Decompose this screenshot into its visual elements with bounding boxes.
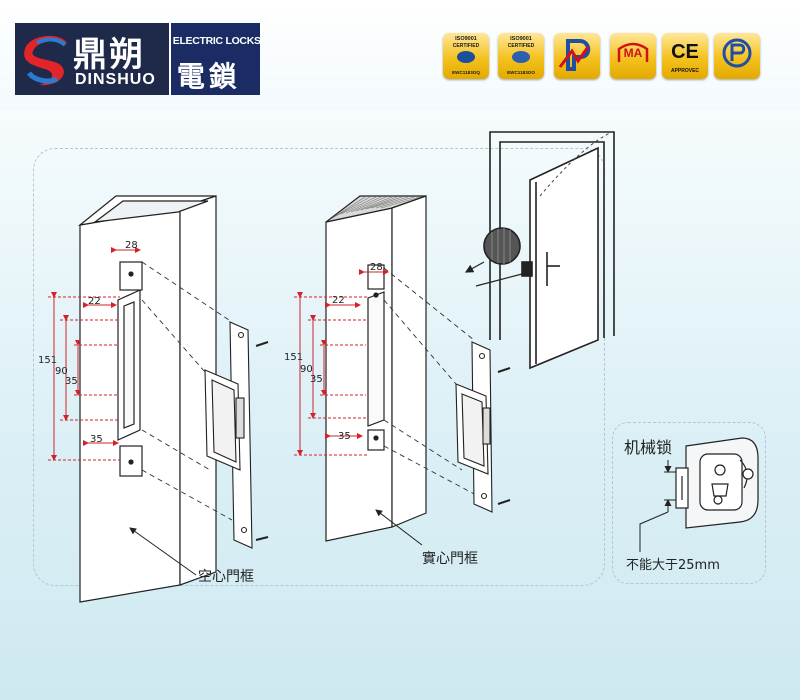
badge-line2: CERTIFIED <box>452 43 480 49</box>
brand-name-cn: 鼎朔 <box>73 35 145 75</box>
mechanical-lock-note: 不能大于25mm <box>626 558 720 573</box>
installation-panel <box>33 148 605 586</box>
badge-line1: ISO9001 <box>455 36 477 42</box>
solid-projection-lines <box>383 267 479 497</box>
logo-left-panel: 鼎朔 DINSHUO <box>15 23 169 95</box>
quality-mark-badge <box>554 33 600 79</box>
logo-right-panel: ELECTRIC LOCKS 電鎖 <box>168 23 261 95</box>
ce-badge: CE APPROVEC <box>662 33 708 79</box>
product-safety-badge <box>714 33 760 79</box>
cnas-icon <box>512 51 530 63</box>
solid-dim-90: 90 <box>300 364 313 375</box>
hollow-label-leader <box>129 527 197 576</box>
ukas-icon <box>457 51 475 63</box>
mechanical-lock-drawing <box>675 437 759 529</box>
mechanical-lock-title: 机械锁 <box>624 438 673 457</box>
solid-frame-dimensions <box>294 269 389 456</box>
badge-line3: EWC1183OO <box>507 70 535 75</box>
mechanical-lock-panel <box>612 422 766 584</box>
solid-frame-label: 實心門框 <box>422 551 478 567</box>
hollow-dim-35h: 35 <box>90 434 103 445</box>
hollow-dim-151: 151 <box>38 355 57 366</box>
hollow-strike-plate <box>204 321 269 549</box>
solid-dim-151: 151 <box>284 352 303 363</box>
solid-label-leader <box>375 509 423 546</box>
badge-line1: ISO9001 <box>510 36 532 42</box>
product-safety-icon <box>722 38 752 68</box>
solid-dim-35v: 35 <box>310 374 323 385</box>
hollow-dim-35v: 35 <box>65 376 78 387</box>
product-name-cn: 電鎖 <box>176 60 241 93</box>
ce-approve-text: APPROVEC <box>670 68 700 74</box>
solid-dim-35h: 35 <box>338 431 351 442</box>
cma-frame-icon <box>617 42 649 62</box>
hollow-projection-lines <box>141 261 233 521</box>
solid-dim-22: 22 <box>332 295 345 306</box>
solid-frame-drawing <box>325 195 427 542</box>
ce-mark: CE <box>671 41 699 63</box>
solid-dim-28: 28 <box>370 262 383 273</box>
iso9001-certified-badge: ISO9001 CERTIFIED EWC1183OQ <box>443 33 489 79</box>
iso9001-cnas-badge: ISO9001 CERTIFIED EWC1183OO <box>498 33 544 79</box>
product-name-en: ELECTRIC LOCKS <box>172 35 261 47</box>
door-illustration <box>464 131 615 370</box>
dinshuo-logo-icon <box>24 35 67 86</box>
mechanical-lock-dimension <box>639 460 676 552</box>
cma-badge: MA <box>610 33 656 79</box>
brand-name-en: DINSHUO <box>75 71 156 88</box>
badge-line2: CERTIFIED <box>507 43 535 49</box>
hollow-dim-90: 90 <box>55 366 68 377</box>
badge-line3: EWC1183OQ <box>452 70 480 75</box>
cma-text: MA <box>623 46 643 60</box>
hollow-frame-dimensions <box>48 247 141 461</box>
quality-mark-icon <box>558 39 591 71</box>
brand-logo: 鼎朔 DINSHUO ELECTRIC LOCKS 電鎖 <box>15 23 261 95</box>
hollow-dim-28: 28 <box>125 240 138 251</box>
hollow-dim-22: 22 <box>88 296 101 307</box>
hollow-frame-label: 空心門框 <box>198 569 254 585</box>
solid-strike-plate <box>455 341 511 513</box>
